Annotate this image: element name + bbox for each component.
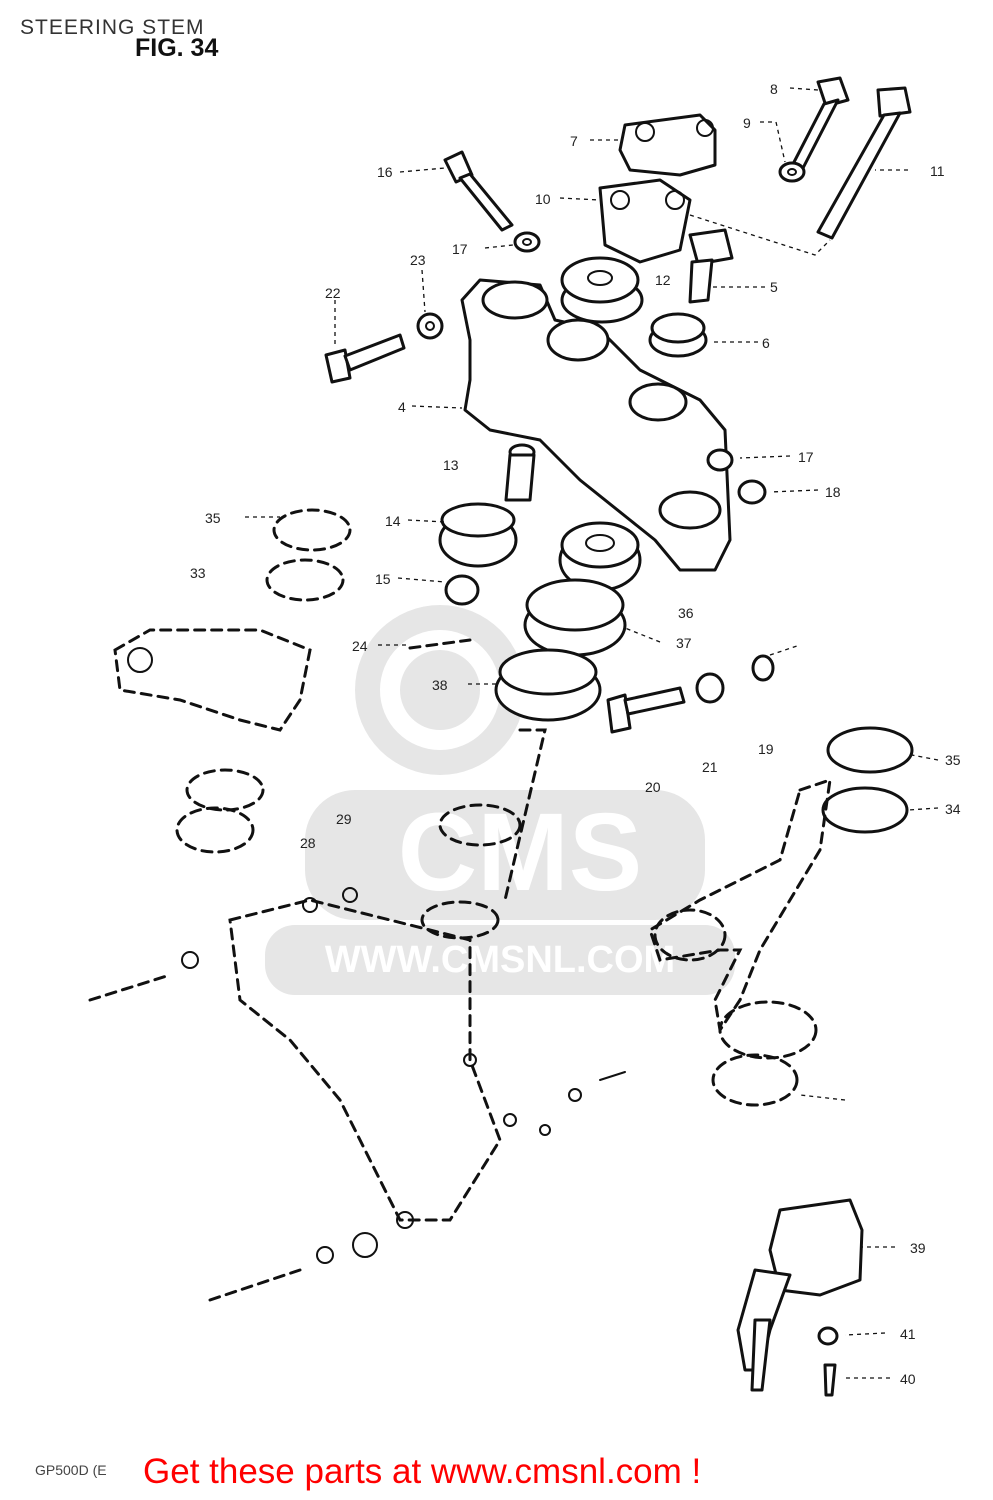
callout-13: 13	[443, 457, 459, 473]
callout-33: 33	[190, 565, 206, 581]
callout-20: 20	[645, 779, 661, 795]
ring-left-lower	[175, 768, 265, 854]
ring-35-left	[265, 508, 352, 602]
screw-40	[823, 1363, 837, 1397]
steering-stem-upper-bracket	[460, 278, 732, 572]
cushion-14	[438, 502, 518, 568]
callout-36: 36	[678, 605, 694, 621]
callout-labels: 8 9 7 11 16 10 17 23 12 5 22 6 4 17 13 1…	[190, 81, 961, 1387]
callout-37: 37	[676, 635, 692, 651]
washer-23	[416, 312, 444, 340]
washer-9	[778, 161, 806, 183]
nut-18	[737, 479, 767, 505]
bearing-38	[494, 648, 602, 722]
callout-4: 4	[398, 399, 406, 415]
bolt-22	[324, 333, 406, 384]
callout-23: 23	[410, 252, 426, 268]
handlebar-holder-upper	[618, 113, 717, 177]
washer-17-right	[706, 448, 734, 472]
buy-parts-link[interactable]: Get these parts at www.cmsnl.com !	[143, 1452, 702, 1491]
model-code: GP500D (E	[35, 1462, 107, 1478]
callout-17-top: 17	[452, 241, 468, 257]
callout-14: 14	[385, 513, 401, 529]
callout-11: 11	[930, 163, 945, 179]
cushion-12	[560, 256, 644, 324]
pipe-13	[504, 443, 536, 502]
bracket-left	[113, 628, 312, 732]
callout-22: 22	[325, 285, 341, 301]
callout-9: 9	[743, 115, 751, 131]
bracket-right	[648, 777, 832, 1107]
bearing-37	[523, 578, 627, 657]
callout-21: 21	[702, 759, 718, 775]
cushion-6	[648, 312, 708, 358]
callout-10: 10	[535, 191, 551, 207]
callout-28: 28	[300, 835, 316, 851]
callout-34: 34	[945, 801, 961, 817]
small-parts-lower	[181, 887, 626, 1229]
washer-20	[695, 672, 725, 704]
steering-lock-39	[736, 1198, 864, 1392]
callout-15: 15	[375, 571, 391, 587]
bolt-5	[688, 228, 734, 304]
bolt-11	[816, 86, 912, 240]
watermark-url: WWW.CMSNL.COM	[325, 939, 675, 981]
callout-19: 19	[758, 741, 774, 757]
watermark-cms: CMS	[398, 791, 642, 914]
handlebar-holder-lower	[598, 178, 692, 264]
callout-24: 24	[352, 638, 368, 654]
clip-19	[751, 654, 775, 682]
callout-7: 7	[570, 133, 578, 149]
leader-lines	[245, 87, 939, 1379]
callout-17-right: 17	[798, 449, 814, 465]
watermark: CMS WWW.CMSNL.COM	[265, 605, 735, 995]
callout-35-right: 35	[945, 752, 961, 768]
callout-8: 8	[770, 81, 778, 97]
washer-17-top	[513, 231, 541, 253]
callout-38: 38	[432, 677, 448, 693]
callout-6: 6	[762, 335, 770, 351]
bolt-8	[790, 76, 850, 172]
callout-35-left: 35	[205, 510, 221, 526]
callout-16: 16	[377, 164, 393, 180]
steering-stem-lower	[88, 728, 547, 1302]
callout-39: 39	[910, 1240, 926, 1256]
plate-24	[408, 638, 472, 650]
figure-label: FIG. 34	[135, 34, 219, 62]
callout-41: 41	[900, 1326, 916, 1342]
bolt-16	[443, 150, 514, 232]
callout-18: 18	[825, 484, 841, 500]
stem-nut-36	[558, 521, 642, 592]
page-title: STEERING STEM	[20, 16, 205, 39]
callout-29: 29	[336, 811, 352, 827]
washer-41	[817, 1326, 839, 1346]
callout-40: 40	[900, 1371, 916, 1387]
nut-15	[444, 574, 480, 606]
bolt-21	[606, 686, 686, 734]
ring-35-right	[821, 726, 914, 834]
callout-5: 5	[770, 279, 778, 295]
callout-12: 12	[655, 272, 671, 288]
